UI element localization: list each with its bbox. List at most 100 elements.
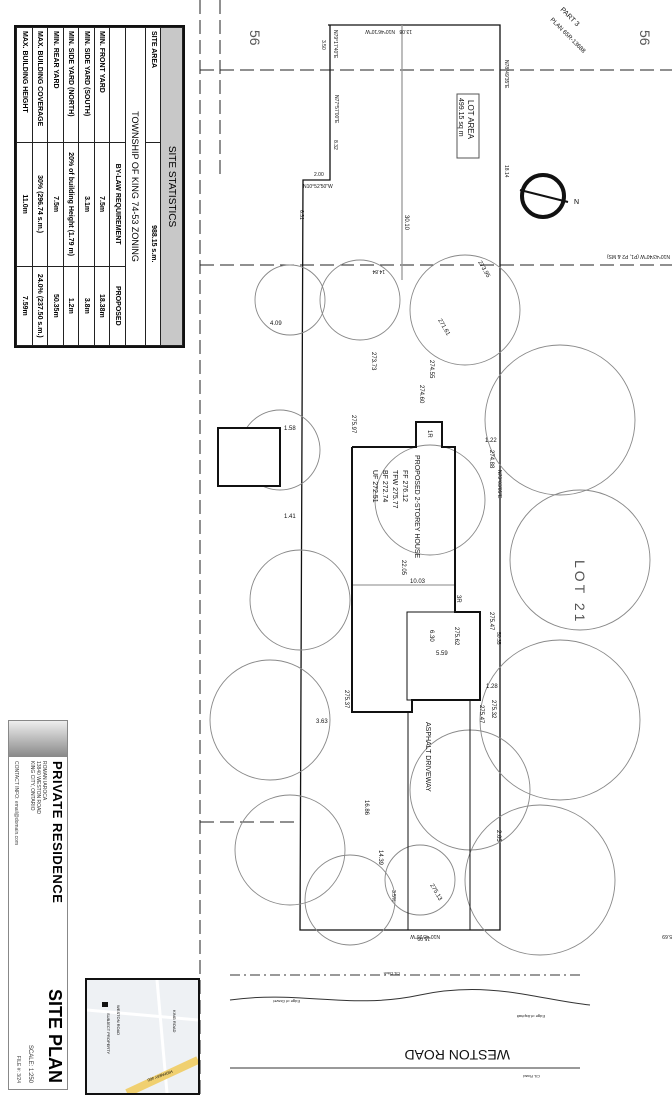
project-title: PRIVATE RESIDENCE [50, 761, 65, 904]
spot-elevation: 273.73 [370, 352, 376, 371]
spot-elevation: 274.88 [488, 450, 494, 469]
spot-elevation: 275.13 [428, 883, 443, 902]
spot-elevation: 275.97 [350, 415, 356, 434]
dimension: 16.86 [363, 800, 369, 816]
spot-elevation: 271.61 [436, 318, 451, 337]
north-label: N [574, 199, 579, 206]
dimension: 13.08 [399, 28, 412, 34]
plan-ref: PLAN 65R-13688 [549, 17, 587, 55]
existing-shed [217, 427, 281, 487]
dimension: 3.5% [390, 890, 396, 902]
house-label: PROPOSED 2-STOREY HOUSE [413, 455, 420, 559]
contact: CONTACT INFO: email@domain.com [13, 761, 19, 846]
dimension: 30.10 [403, 215, 409, 231]
dimension: 6.31 [298, 210, 304, 220]
lot-lines-dashed [199, 0, 672, 1100]
table-row: MIN. SIDE YARD (NORTH)20% of building He… [63, 27, 79, 346]
road-note: Edge of Gravel [273, 999, 300, 1004]
file-number: FILE #: 3/24 [15, 1055, 21, 1083]
subject-property-marker [102, 1002, 108, 1007]
road-label: WESTON ROAD [404, 1047, 510, 1063]
spot-elevation: 274.55 [428, 360, 434, 379]
tfw-elevation: TFW 275.77 [391, 470, 398, 509]
key-map: SUBJECT PROPERTY WESTON ROAD KING ROAD H… [85, 978, 200, 1095]
dimension: 1.22 [485, 438, 497, 444]
dimension: 1.28 [486, 684, 498, 690]
dimension: 6.30 [428, 630, 434, 642]
dimension: 10.03 [410, 579, 426, 585]
dimension: 1.41 [284, 514, 296, 520]
driveway-lines [407, 700, 471, 930]
road-note: Edge of Asphalt [516, 1014, 545, 1019]
spot-elevation: 274.60 [418, 385, 424, 404]
dimension: 14.84 [372, 268, 385, 274]
spot-elevation: 275.62 [453, 627, 459, 646]
address-line: 13840 WESTON ROAD [35, 761, 41, 814]
road-note: C/L Road [523, 1074, 540, 1079]
bearing: N10°46'10"W [365, 28, 395, 34]
ff-elevation: FF 276.12 [401, 470, 408, 502]
uf-elevation: UF 272.51 [371, 470, 378, 503]
lot-number-right: 56 [637, 30, 653, 46]
spot-elevation: 275.47 [488, 612, 494, 631]
proposed-house [351, 421, 481, 713]
site-area-value: 988.15 s.m. [145, 142, 161, 346]
col-proposed: PROPOSED [109, 266, 126, 346]
dimension: 1.58 [284, 426, 296, 432]
bearing: N79°17'40"E [332, 30, 338, 59]
dimension: 14.39 [377, 850, 383, 866]
map-label: SUBJECT PROPERTY [106, 1013, 111, 1055]
dimension: 3.63 [316, 719, 328, 725]
stats-title: SITE STATISTICS [160, 27, 183, 346]
address-line: KING CITY, ONTARIO [29, 761, 35, 811]
dimension: 50.35 [495, 632, 501, 645]
title-block: PRIVATE RESIDENCE ROMAN IAROCA 13840 WES… [8, 720, 68, 1090]
lot-area-label: LOT AREA [466, 100, 475, 140]
spot-elevation: 275.47 [478, 705, 484, 724]
site-area-label: SITE AREA [145, 27, 161, 143]
dimension: 3.50 [320, 40, 326, 50]
bearing: N77°57'00"E [333, 95, 339, 124]
north-arrow-icon: N [519, 173, 579, 219]
entry-marker: 3R [455, 595, 461, 603]
road-lines [229, 974, 591, 1069]
dimension: 5.69 [662, 933, 672, 939]
garage [406, 611, 481, 701]
dimension: 5.59 [436, 651, 448, 657]
property-boundary [299, 24, 501, 931]
lot-number-left: 56 [247, 30, 263, 46]
spot-elevation: 275.32 [490, 700, 496, 719]
lot-area-value: 499.15 sq m [457, 98, 464, 137]
owner: ROMAN IAROCA [41, 761, 47, 801]
logo-band [9, 721, 67, 757]
driveway-label: ASPHALT DRIVEWAY [424, 722, 431, 792]
lot-21-label: LOT 21 [572, 560, 588, 624]
dimension: 22.05 [400, 560, 406, 576]
lot-area-box [456, 93, 480, 159]
col-bylaw: BY-LAW REQUIREMENT [109, 142, 126, 267]
bearing: N10°52'50"W [303, 184, 333, 190]
dimension: 18.14 [503, 165, 509, 178]
map-label: WESTON ROAD [116, 1005, 121, 1035]
bearing: N79°03'05"E [496, 470, 502, 499]
entry-marker: 1R [426, 430, 432, 438]
road-note: C/L Ditch [384, 971, 400, 976]
dimension: 2.00 [314, 172, 324, 178]
sheet-title: SITE PLAN [45, 988, 65, 1083]
map-label: KING ROAD [172, 1010, 177, 1033]
dimension: 8.32 [332, 140, 338, 150]
spot-elevation: 273.95 [476, 260, 491, 279]
dimension: 4.09 [270, 321, 282, 327]
bearing: N10°43'40"W (P1, P2 & MS) [607, 253, 670, 259]
bearing: N78°49'35"E [503, 60, 509, 89]
scale: SCALE: 1:250 [27, 1044, 33, 1083]
bearing: N10°45'20"W [410, 933, 440, 939]
bf-elevation: BF 272.74 [381, 470, 388, 502]
